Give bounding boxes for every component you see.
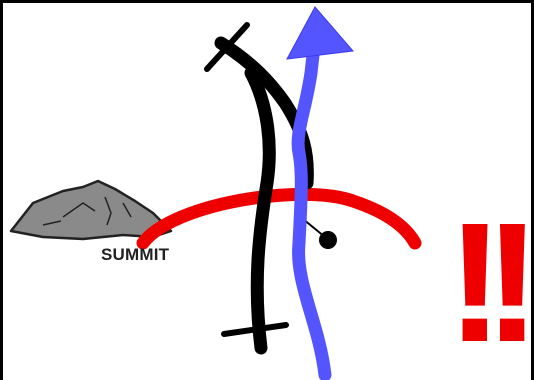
pin-icon xyxy=(303,219,337,249)
summit-label: SUMMIT xyxy=(101,246,169,263)
black-path xyxy=(207,25,307,348)
alert-mark: !! xyxy=(446,198,521,368)
red-arc xyxy=(143,194,415,243)
